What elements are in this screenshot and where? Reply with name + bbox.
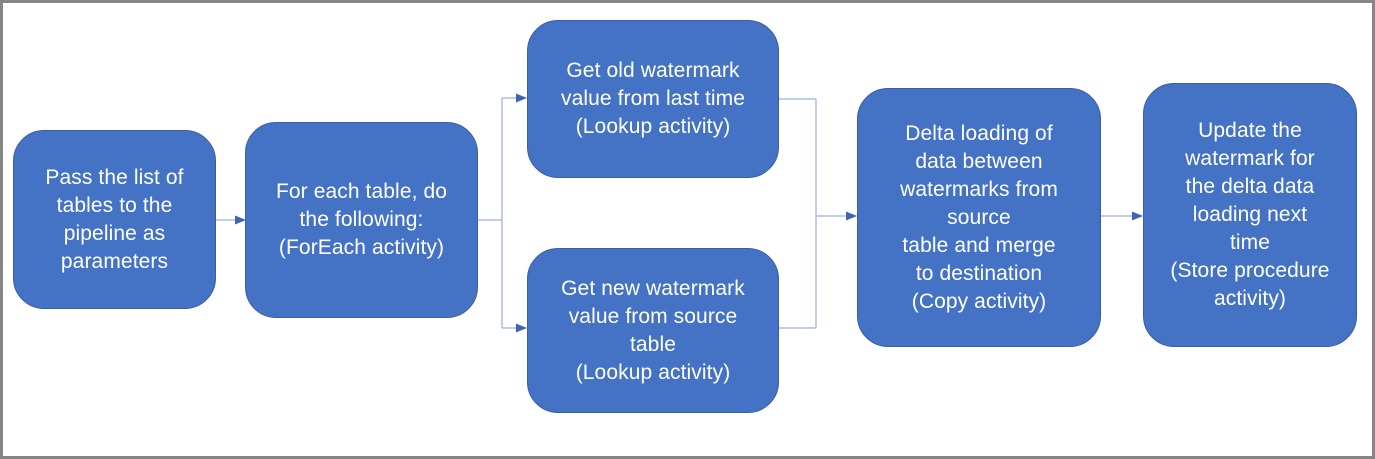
arrowhead-merge-deltaloading <box>846 211 857 221</box>
connector-foreach-branch <box>478 97 517 329</box>
node-foreach-label: For each table, do the following: (ForEa… <box>275 180 448 259</box>
arrowhead-foreach-oldwatermark <box>516 93 527 103</box>
node-get-old-watermark: Get old watermark value from last time (… <box>527 20 779 178</box>
connector-lookups-merge <box>779 98 847 329</box>
node-pass-list: Pass the list of tables to the pipeline … <box>13 130 216 309</box>
node-delta-loading-label: Delta loading of data between watermarks… <box>900 121 1058 313</box>
node-pass-list-label: Pass the list of tables to the pipeline … <box>45 165 184 273</box>
node-update-watermark-label: Update the watermark for the delta data … <box>1170 119 1330 310</box>
arrowhead-delta-update <box>1132 211 1143 221</box>
node-get-old-watermark-label: Get old watermark value from last time (… <box>560 59 746 138</box>
node-update-watermark: Update the watermark for the delta data … <box>1143 83 1357 347</box>
node-foreach: For each table, do the following: (ForEa… <box>245 122 478 318</box>
node-get-new-watermark: Get new watermark value from source tabl… <box>527 248 779 413</box>
node-get-new-watermark-label: Get new watermark value from source tabl… <box>561 276 745 384</box>
arrowhead-foreach-newwatermark <box>516 323 527 333</box>
node-delta-loading: Delta loading of data between watermarks… <box>857 88 1101 347</box>
